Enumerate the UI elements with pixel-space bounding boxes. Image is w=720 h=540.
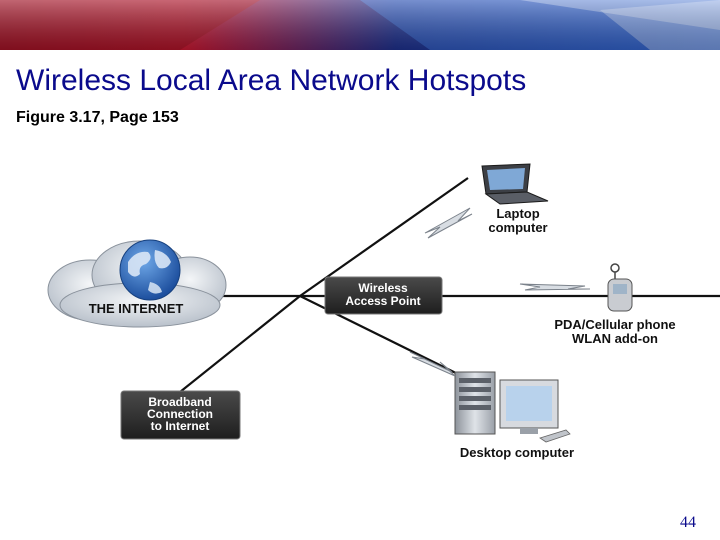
broadband-label-line3: to Internet [151, 419, 210, 433]
laptop-label-line1: Laptop [496, 206, 539, 221]
laptop-link-line [299, 177, 469, 297]
access-point-label-line1: Wireless [358, 281, 408, 295]
broadband-connection: Broadband Connection to Internet [120, 390, 241, 440]
page-number: 44 [680, 514, 696, 531]
desktop-computer: Desktop computer [454, 371, 574, 460]
laptop-icon [481, 163, 549, 205]
globe-icon [119, 239, 181, 301]
figure-caption: Figure 3.17, Page 153 [16, 109, 179, 126]
wireless-access-point: Wireless Access Point [324, 276, 443, 315]
header-banner [0, 0, 720, 50]
keyboard-icon [539, 429, 571, 443]
pda-signal-icon [519, 283, 591, 291]
desktop-label: Desktop computer [460, 445, 574, 460]
banner-graphic [0, 0, 720, 50]
pda-cellular-phone: PDA/Cellular phone WLAN add-on [554, 263, 676, 346]
broadband-link-line [169, 295, 301, 401]
internet-label: THE INTERNET [89, 301, 184, 316]
wireless-signal-icons [409, 207, 591, 377]
slide-title: Wireless Local Area Network Hotspots [16, 64, 527, 97]
monitor-icon [499, 379, 559, 434]
broadband-label-line1: Broadband [148, 395, 211, 409]
laptop-label-line2: computer [488, 220, 547, 235]
pda-icon [607, 263, 633, 312]
internet-cloud: THE INTERNET [47, 239, 227, 328]
pda-label-line1: PDA/Cellular phone [554, 317, 675, 332]
broadband-label-line2: Connection [147, 407, 213, 421]
laptop-signal-icon [424, 207, 473, 239]
laptop-computer: Laptop computer [481, 163, 549, 235]
access-point-label-line2: Access Point [345, 294, 420, 308]
desktop-signal-icon [409, 351, 456, 377]
desktop-tower-icon [454, 371, 496, 435]
pda-label-line2: WLAN add-on [572, 331, 658, 346]
